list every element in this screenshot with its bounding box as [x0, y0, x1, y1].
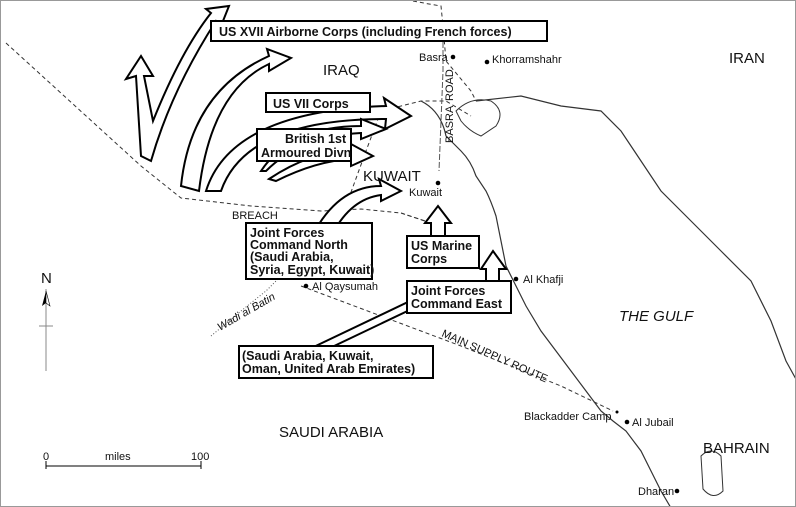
city-dots — [303, 54, 680, 494]
city-dharan: Dharan — [638, 486, 674, 498]
label-basra: BASRA — [444, 105, 456, 143]
border-iraq-kuwait — [345, 100, 472, 207]
city-al-qaysumah: Al Qaysumah — [312, 281, 378, 293]
coastline-iran — [475, 95, 795, 379]
arrow-vii — [204, 95, 413, 192]
country-kuwait: KUWAIT — [363, 168, 421, 185]
label-xvii-corps: US XVII Airborne Corps (including French… — [219, 25, 512, 39]
sea-the-gulf: THE GULF — [619, 308, 694, 325]
label-wadi-al-batin: Wadi al Batin — [216, 291, 278, 334]
label-jfcn-2: Command North — [250, 238, 348, 252]
north-arrow: N — [39, 270, 53, 371]
label-jfcn-3: (Saudi Arabia, — [250, 250, 334, 264]
label-british-2: Armoured Divn — [261, 146, 351, 160]
city-basra: Basra — [419, 52, 449, 64]
country-bahrain: BAHRAIN — [703, 440, 770, 457]
basra-road — [438, 26, 444, 172]
label-jfce-members-1: (Saudi Arabia, Kuwait, — [242, 349, 374, 363]
compass-north: N — [41, 270, 52, 287]
country-iraq: IRAQ — [323, 62, 360, 79]
scale-start: 0 — [43, 451, 49, 463]
arrow-xvii-west — [123, 4, 231, 163]
label-jfcn-1: Joint Forces — [250, 226, 324, 240]
scale-unit: miles — [105, 451, 131, 463]
label-jfce-2: Command East — [411, 297, 503, 311]
bahrain-island — [700, 450, 724, 496]
label-jfce-members-2: Oman, United Arab Emirates) — [242, 362, 415, 376]
city-kuwait: Kuwait — [409, 187, 442, 199]
city-al-khafji: Al Khafji — [523, 274, 563, 286]
border-iraq-saudi — [5, 42, 432, 224]
city-al-jubail: Al Jubail — [632, 417, 674, 429]
scale-end: 100 — [191, 451, 209, 463]
arrow-xvii-east — [179, 47, 294, 193]
label-jfcn-4: Syria, Egypt, Kuwait) — [250, 263, 374, 277]
force-boxes — [210, 20, 548, 379]
country-iran: IRAN — [729, 50, 765, 67]
label-marine-1: US Marine — [411, 239, 472, 253]
label-british-1: British 1st — [285, 132, 347, 146]
label-main-supply-route: MAIN SUPPLY ROUTE — [440, 328, 549, 386]
scale-bar: 0 miles 100 — [43, 451, 209, 469]
label-road: ROAD — [444, 69, 456, 101]
label-breach: BREACH — [232, 210, 278, 222]
label-jfce-1: Joint Forces — [411, 284, 485, 298]
bubiyan-island — [455, 99, 501, 137]
city-khorramshahr: Khorramshahr — [492, 54, 562, 66]
city-blackadder-camp: Blackadder Camp — [524, 411, 611, 423]
label-marine-2: Corps — [411, 252, 447, 266]
label-vii-corps: US VII Corps — [273, 97, 349, 111]
coastline-west — [420, 100, 671, 506]
arrow-jfcn — [314, 176, 404, 235]
country-saudi-arabia: SAUDI ARABIA — [279, 424, 383, 441]
border-iraq-iran — [412, 1, 477, 102]
